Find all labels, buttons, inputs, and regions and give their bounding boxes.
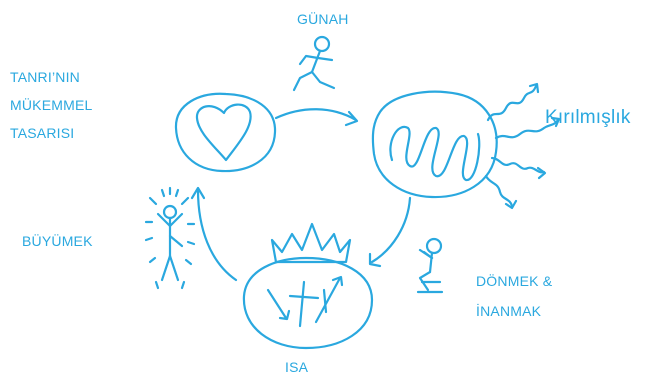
label-design-line3: TASARISI bbox=[10, 122, 74, 144]
label-repent-line2: İNANMAK bbox=[476, 300, 541, 322]
label-growing: BÜYÜMEK bbox=[22, 230, 93, 252]
label-repent-line1: DÖNMEK & bbox=[476, 270, 552, 292]
cross-arrows-icon bbox=[268, 277, 342, 326]
label-design-line2: MÜKEMMEL bbox=[10, 94, 93, 116]
arrow-to-brokenness bbox=[276, 109, 356, 120]
crown-icon bbox=[272, 224, 350, 262]
heart-icon bbox=[197, 105, 251, 160]
arrow-to-jesus bbox=[372, 198, 410, 262]
brokenness-circle bbox=[373, 92, 497, 197]
arrow-to-design bbox=[198, 190, 236, 280]
kneeling-figure-icon bbox=[418, 239, 442, 292]
label-brokenness: Kırılmışlık bbox=[545, 106, 631, 130]
label-design-line1: TANRI’NIN bbox=[10, 66, 80, 88]
running-figure-icon bbox=[294, 37, 334, 90]
brokenness-scribble-icon bbox=[390, 127, 479, 180]
jesus-circle bbox=[244, 258, 372, 348]
label-sin: GÜNAH bbox=[297, 8, 349, 30]
growing-figure-icon bbox=[146, 188, 194, 288]
design-circle bbox=[176, 94, 275, 171]
